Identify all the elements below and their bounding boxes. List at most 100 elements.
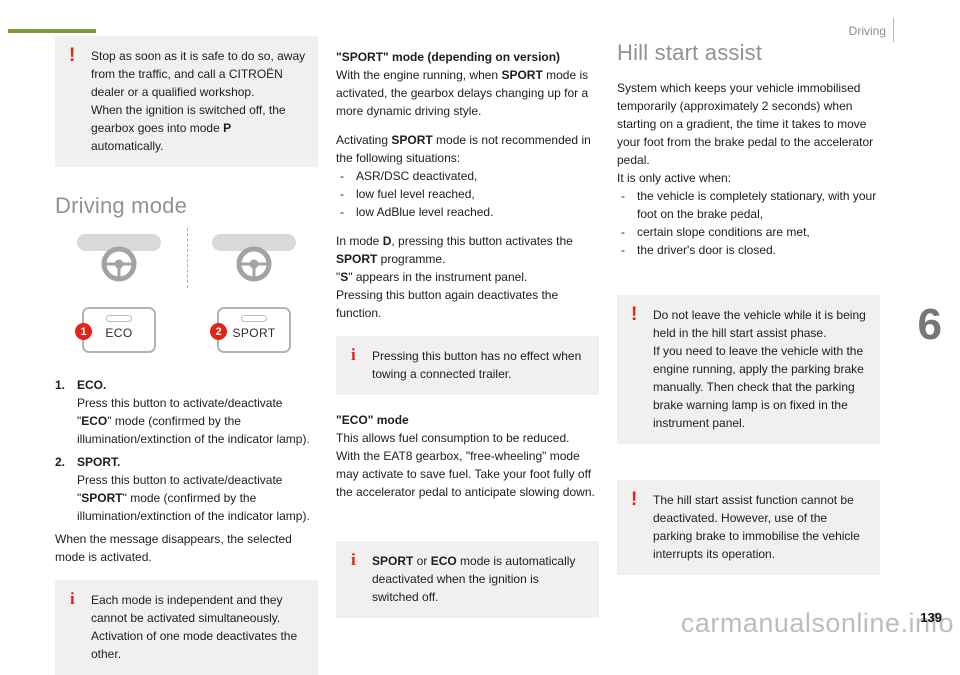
list-number: 2. [55, 455, 66, 470]
text-segment: or [413, 554, 431, 568]
chapter-number: 6 [917, 300, 942, 349]
bold-segment: SPORT [501, 68, 543, 82]
text-segment: Stop as soon as it is safe to do so, awa… [91, 49, 306, 135]
warning-box-stop: ! Stop as soon as it is safe to do so, a… [55, 36, 318, 167]
hill-start-intro-text: System which keeps your vehicle immobili… [617, 81, 874, 186]
sport-button-illustration: 2 SPORT [210, 307, 291, 354]
bullet-item: -low fuel level reached, [340, 185, 599, 203]
section-header: Driving [848, 24, 886, 38]
text-segment: mode is automatically deactivated when t… [372, 554, 576, 604]
text-segment: , pressing this button activates the [391, 234, 573, 248]
bullet-dash: - [621, 225, 625, 240]
eco-button-illustration: 1 ECO [75, 307, 156, 354]
indicator-lamp-icon [241, 315, 267, 323]
hill-start-bullet-list: -the vehicle is completely stationary, w… [621, 187, 880, 259]
info-icon: i [70, 589, 75, 609]
sport-bullet-list: -ASR/DSC deactivated, -low fuel level re… [340, 167, 599, 221]
list-body: Press this button to activate/deactivate… [77, 471, 318, 525]
eco-button-label: ECO [105, 326, 133, 341]
bullet-text: the vehicle is completely stationary, wi… [637, 189, 877, 222]
bullet-dash: - [340, 205, 344, 219]
bold-segment: D [382, 234, 392, 248]
info-independent-text: Each mode is independent and they cannot… [91, 593, 298, 662]
info-icon: i [351, 550, 356, 569]
text-segment: " mode (confirmed by the illumination/ex… [77, 414, 310, 447]
bullet-item: -the driver's door is closed. [621, 241, 880, 259]
text-segment: mode is activated, the gearbox delays ch… [336, 68, 589, 118]
figure-panels: 1 ECO [55, 228, 318, 354]
warning-box-do-not-leave: ! Do not leave the vehicle while it is b… [617, 295, 880, 445]
text-segment: Press this button to activate/deactivate… [77, 396, 283, 429]
bullet-text: the driver's door is closed. [637, 243, 777, 258]
warning-icon: ! [631, 489, 638, 511]
watermark: carmanualsonline.info [680, 607, 954, 638]
bold-segment: SPORT [391, 133, 433, 147]
text-segment: programme. " [336, 252, 446, 284]
warning-icon: ! [631, 304, 638, 326]
indicator-lamp-icon [106, 315, 132, 323]
bullet-dash: - [340, 187, 344, 201]
bullet-item: -low AdBlue level reached. [340, 203, 599, 221]
info-box-trailer: i Pressing this button has no effect whe… [336, 336, 599, 395]
sport-mode-heading: "SPORT" mode (depending on version) [336, 50, 561, 64]
content-columns: ! Stop as soon as it is safe to do so, a… [55, 36, 880, 675]
page-title-driving-mode: Driving mode [55, 193, 188, 218]
callout-badge-2: 2 [210, 323, 227, 341]
middle-column: "SPORT" mode (depending on version) With… [336, 36, 599, 675]
bold-segment: P [223, 121, 232, 135]
text-segment: Activating [336, 133, 392, 147]
bullet-text: ASR/DSC deactivated, [356, 169, 478, 183]
callout-badge-1: 1 [75, 323, 92, 341]
sport-panel: 2 SPORT [194, 228, 314, 354]
sport-button-label: SPORT [232, 326, 276, 341]
list-body: Press this button to activate/deactivate… [77, 394, 318, 448]
text-segment: Press this button to activate/deactivate… [77, 473, 283, 506]
bold-segment: SPORT [81, 491, 123, 506]
list-content: ECO. Press this button to activate/deact… [77, 376, 318, 450]
list-title: SPORT. [77, 455, 121, 470]
driving-mode-figure: 1 ECO [55, 228, 318, 364]
eco-mode-heading: "ECO" mode [336, 413, 409, 427]
bold-segment: SPORT [336, 252, 378, 266]
header-divider [893, 18, 894, 42]
list-number: 1. [55, 378, 66, 393]
bullet-item: -the vehicle is completely stationary, w… [621, 187, 880, 223]
figure-divider [186, 228, 188, 289]
list-content: SPORT. Press this button to activate/dea… [77, 453, 318, 527]
warning-do-not-leave-text: Do not leave the vehicle while it is bei… [653, 308, 866, 431]
bullet-dash: - [340, 169, 344, 183]
bold-segment: ECO [81, 414, 108, 429]
sport-not-recommended-text: Activating SPORT mode is not recommended… [336, 131, 599, 167]
bullet-item: -ASR/DSC deactivated, [340, 167, 599, 185]
mode-d-text: In mode D, pressing this button activate… [336, 232, 599, 322]
list-item-eco: 1. ECO. Press this button to activate/de… [55, 376, 318, 450]
steering-wheel-icon [67, 228, 171, 295]
bold-segment: SPORT [372, 554, 414, 568]
info-trailer-text: Pressing this button has no effect when … [372, 349, 582, 381]
steering-wheel-icon [202, 228, 306, 295]
list-item-sport: 2. SPORT. Press this button to activate/… [55, 453, 318, 527]
left-column: ! Stop as soon as it is safe to do so, a… [55, 36, 318, 675]
right-column: Hill start assist System which keeps you… [617, 36, 880, 675]
bullet-dash: - [621, 189, 625, 204]
bold-segment: S [340, 270, 349, 284]
bullet-text: low fuel level reached, [356, 187, 475, 201]
bold-segment: ECO [430, 554, 457, 568]
mode-activated-text: When the message disappears, the selecte… [55, 532, 292, 565]
text-segment: mode is not recommended in the following… [336, 133, 591, 165]
text-segment: automatically. [91, 139, 164, 153]
mode-list: 1. ECO. Press this button to activate/de… [55, 376, 318, 527]
page-title-hill-start-assist: Hill start assist [617, 40, 763, 65]
warning-cannot-deactivate-text: The hill start assist function cannot be… [653, 493, 860, 562]
info-icon: i [351, 345, 356, 364]
warning-box-cannot-deactivate: ! The hill start assist function cannot … [617, 480, 880, 576]
info-box-auto-deactivate: i SPORT or ECO mode is automatically dea… [336, 541, 599, 618]
warning-icon: ! [69, 45, 76, 66]
info-box-independent-modes: i Each mode is independent and they cann… [55, 580, 318, 675]
info-auto-text: SPORT or ECO mode is automatically deact… [372, 552, 587, 606]
eco-body-text: This allows fuel consumption to be reduc… [336, 431, 595, 499]
text-segment: " appears in the instrument panel. Press… [336, 270, 559, 320]
warning-stop-text: Stop as soon as it is safe to do so, awa… [91, 47, 306, 155]
bullet-text: certain slope conditions are met, [637, 225, 810, 240]
bullet-item: -certain slope conditions are met, [621, 223, 880, 241]
